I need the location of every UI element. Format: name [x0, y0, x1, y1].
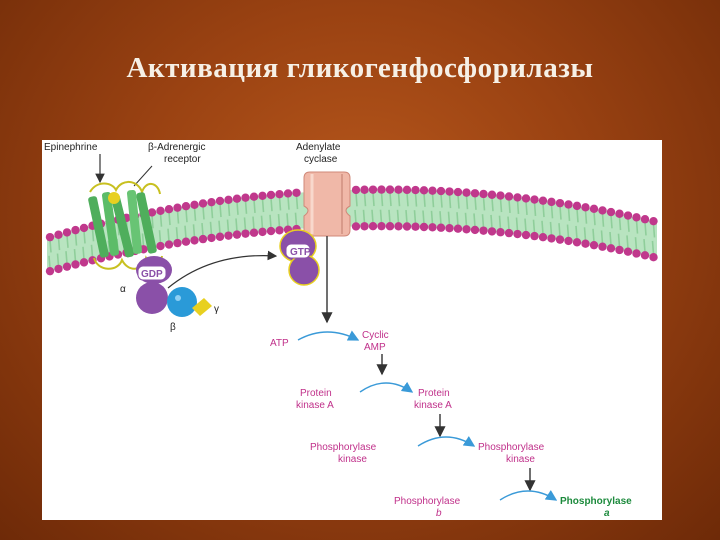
receptor-label-line1: β-Adrenergic [148, 142, 205, 153]
pka-inactive-line1: Protein [300, 388, 332, 399]
gtp-label: GTP [290, 247, 311, 258]
camp-label-line2: AMP [364, 342, 386, 353]
g-protein-trimer: GDP α β γ [120, 256, 219, 333]
pka-activation-arrow [359, 381, 414, 393]
phos-b-line2: b [436, 508, 442, 519]
lipid-heads-inner [45, 221, 658, 276]
pka-inactive-line2: kinase A [296, 400, 334, 411]
phk-inactive-line1: Phosphorylase [310, 442, 377, 453]
g-beta-subunit [167, 287, 197, 317]
cyclase-label-line2: cyclase [304, 154, 338, 165]
atp-label: ATP [270, 338, 289, 349]
gamma-label: γ [214, 304, 219, 315]
epinephrine-molecule [108, 192, 120, 204]
g-activation-arrow [167, 250, 278, 289]
lipid-heads-outer [45, 185, 658, 242]
beta-adrenergic-receptor [88, 181, 163, 270]
gdp-label: GDP [141, 269, 163, 280]
phk-inactive-line2: kinase [338, 454, 367, 465]
pka-active-line1: Protein [418, 388, 450, 399]
phos-a-line1: Phosphorylase [560, 496, 632, 507]
g-gamma-subunit [192, 298, 212, 316]
diagram-panel: Epinephrine β-Adrenergic receptor Adenyl… [42, 140, 662, 520]
camp-label-line1: Cyclic [362, 330, 389, 341]
beta-label: β [170, 322, 176, 333]
receptor-label-line2: receptor [164, 154, 201, 165]
epinephrine-label: Epinephrine [44, 142, 98, 153]
phos-a-line2: a [604, 508, 610, 519]
receptor-pointer [133, 165, 153, 187]
alpha-label: α [120, 284, 126, 295]
adenylate-cyclase [303, 171, 351, 237]
g-alpha-gtp: GTP [279, 229, 320, 286]
atp-to-camp-arrow [297, 330, 360, 341]
cyclase-label-line1: Adenylate [296, 142, 341, 153]
phk-active-line2: kinase [506, 454, 535, 465]
phk-active-line1: Phosphorylase [478, 442, 545, 453]
signaling-diagram: Epinephrine β-Adrenergic receptor Adenyl… [44, 142, 658, 519]
pka-active-line2: kinase A [414, 400, 452, 411]
phk-activation-arrow [417, 435, 476, 447]
phos-activation-arrow [499, 489, 558, 501]
slide-title: Активация гликогенфосфорилазы [126, 52, 594, 84]
phos-b-line1: Phosphorylase [394, 496, 461, 507]
